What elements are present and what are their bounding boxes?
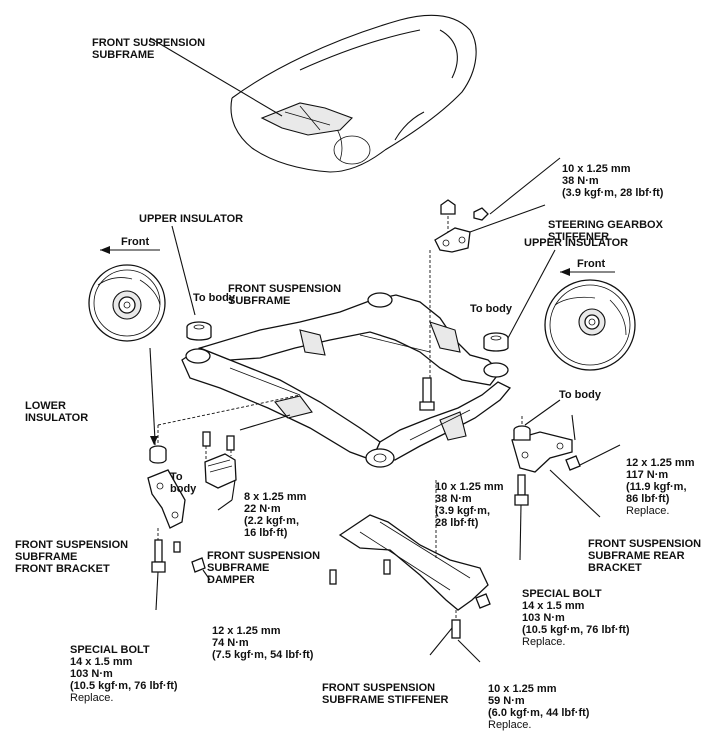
upper-insulator-left	[186, 321, 212, 341]
rear-bracket	[511, 425, 573, 473]
subframe-center-bolt	[419, 377, 435, 411]
label-front-right: Front	[577, 258, 606, 270]
subframe-damper	[202, 431, 237, 489]
front-arrow-right	[560, 268, 615, 276]
label-upper-insulator-right: UPPER INSULATOR	[524, 237, 629, 249]
rear-bracket-bolt	[565, 455, 581, 471]
special-bolt-left	[151, 539, 166, 573]
upper-insulator-detail-right	[544, 279, 636, 371]
vehicle-outline-illustration	[230, 14, 477, 173]
lower-insulator	[149, 445, 167, 464]
label-to-body-right-lower: To body	[559, 389, 601, 401]
special-bolt-right	[514, 474, 529, 506]
front-bracket	[147, 469, 186, 529]
upper-insulator-detail-left	[88, 264, 166, 342]
front-suspension-subframe	[181, 292, 512, 468]
label-upper-insulator-left: UPPER INSULATOR	[139, 213, 244, 225]
label-to-body-right-upper: To body	[470, 303, 512, 315]
subframe-stiffener	[329, 514, 491, 639]
front-arrow-left	[100, 246, 160, 254]
steering-gearbox-stiffener	[434, 199, 489, 253]
label-to-body-left-upper: To body	[193, 292, 235, 304]
bracket-bolt-small	[173, 541, 206, 573]
upper-insulator-right	[483, 332, 509, 352]
label-front-left: Front	[121, 236, 150, 248]
